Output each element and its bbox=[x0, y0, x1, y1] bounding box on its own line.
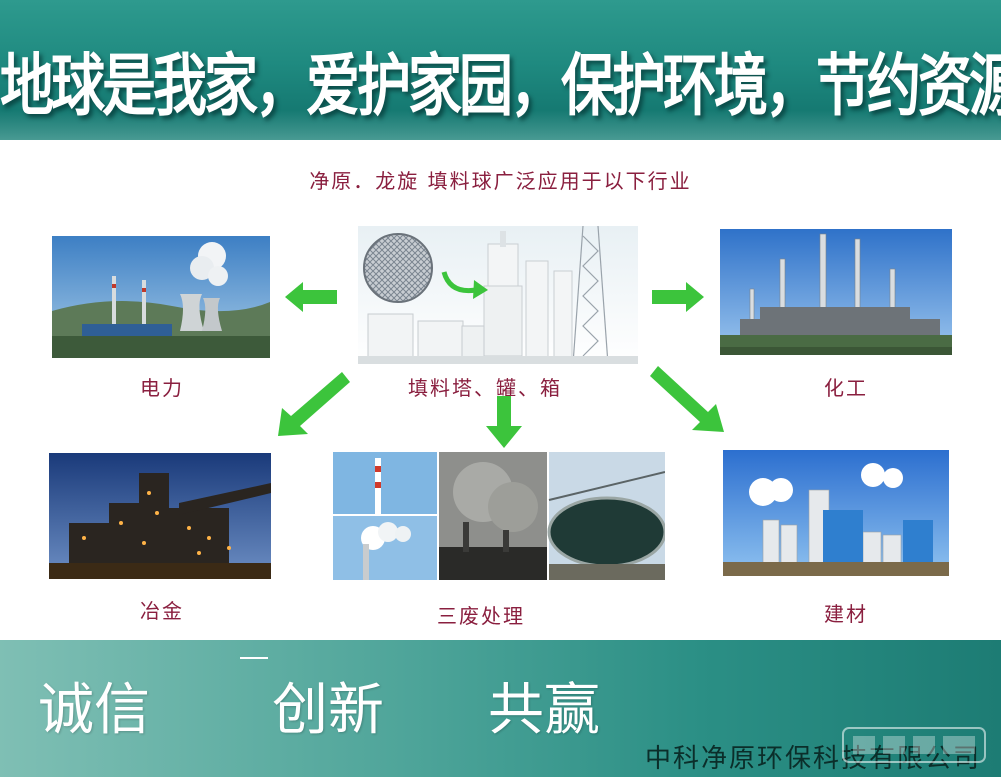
motto-innovation: 创新 bbox=[272, 678, 384, 743]
arrow-left-icon bbox=[285, 282, 337, 312]
slogan-heading: 地球是我家，爱护家园，保护环境，节约资源，从我做起 bbox=[0, 46, 1001, 125]
packing-tower-photo bbox=[358, 226, 638, 364]
power-plant-photo bbox=[52, 236, 270, 358]
metallurgy-caption: 冶金 bbox=[140, 599, 184, 623]
waste-treatment-photo bbox=[333, 452, 665, 580]
motto-integrity: 诚信 bbox=[38, 678, 150, 743]
power-caption: 电力 bbox=[140, 376, 184, 400]
arrow-down-icon bbox=[486, 396, 522, 448]
metallurgy-photo bbox=[49, 453, 271, 579]
center-caption: 填料塔、罐、箱 bbox=[408, 376, 562, 400]
building-materials-photo bbox=[723, 450, 949, 576]
company-name: 中科净原环保科技有限公司 bbox=[644, 744, 981, 774]
waste-caption: 三废处理 bbox=[437, 604, 525, 628]
building-caption: 建材 bbox=[824, 602, 868, 626]
watermark-logo bbox=[842, 727, 986, 763]
top-banner bbox=[0, 0, 1001, 140]
chemical-plant-photo bbox=[720, 229, 952, 355]
arrow-down-right-icon bbox=[650, 366, 724, 432]
bottom-banner bbox=[0, 640, 1001, 777]
chemical-caption: 化工 bbox=[824, 376, 868, 400]
curved-arrow-icon bbox=[441, 271, 488, 299]
arrow-down-left-icon bbox=[278, 372, 350, 436]
arrow-right-icon bbox=[652, 282, 704, 312]
motto-win-win: 共赢 bbox=[488, 678, 600, 743]
subtitle: 净原．龙旋 填料球广泛应用于以下行业 bbox=[309, 169, 692, 193]
divider bbox=[240, 657, 268, 659]
